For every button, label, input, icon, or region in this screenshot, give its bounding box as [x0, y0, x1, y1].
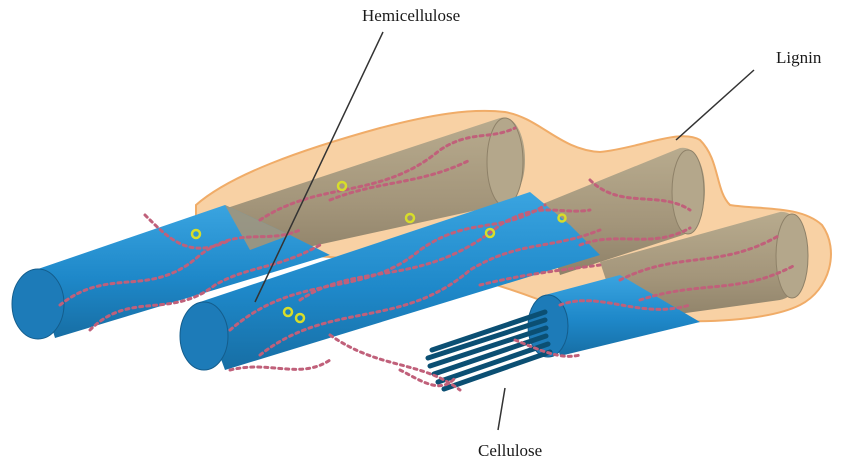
cellulose-leader	[498, 388, 505, 430]
cellulose-strands	[428, 312, 550, 389]
lignin-label: Lignin	[776, 48, 821, 68]
lignin-leader	[676, 70, 754, 140]
hemicellulose-label: Hemicellulose	[362, 6, 460, 26]
cellulose-label: Cellulose	[478, 441, 542, 461]
